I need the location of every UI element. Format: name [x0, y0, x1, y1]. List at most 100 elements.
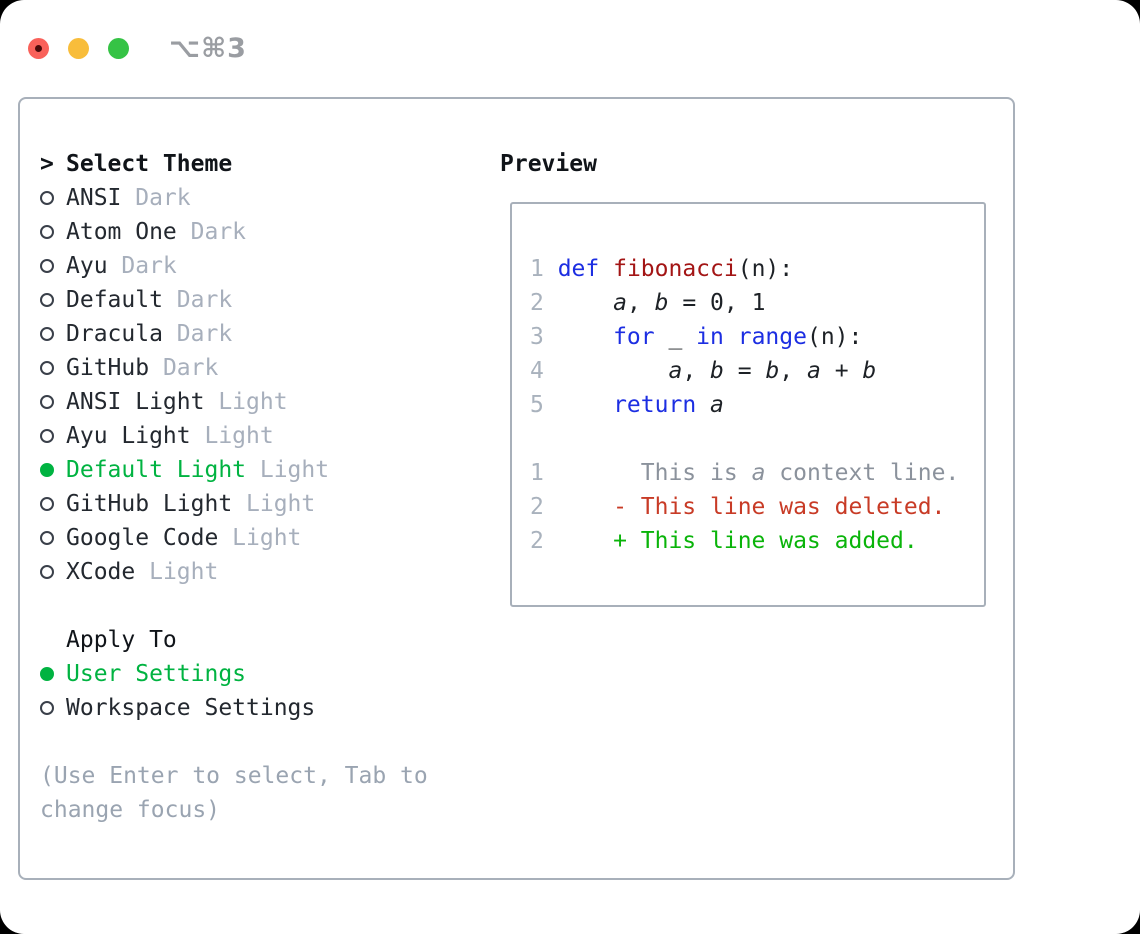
- option-label: Atom One: [66, 219, 177, 245]
- theme-variant-label: Light: [218, 389, 288, 415]
- radio-unselected-icon: [40, 487, 66, 511]
- theme-option-xcode[interactable]: XCode Light: [40, 555, 480, 589]
- line-number: 4: [530, 358, 544, 384]
- code-segment: =: [723, 358, 766, 384]
- preview-title: Preview: [500, 151, 597, 177]
- code-segment: [599, 256, 613, 282]
- code-segment: b: [710, 358, 724, 384]
- code-line-4: 4 a, b = b, a + b: [530, 354, 984, 388]
- radio-unselected-icon: [40, 419, 66, 443]
- theme-variant-label: Dark: [162, 355, 219, 381]
- code-segment: [558, 290, 613, 316]
- zoom-window-icon[interactable]: [108, 38, 129, 59]
- close-window-icon[interactable]: [28, 38, 49, 59]
- line-number: 3: [530, 324, 544, 350]
- option-label: ANSI Light: [66, 389, 205, 415]
- code-line-2: 2 a, b = 0, 1: [530, 286, 984, 320]
- option-label: XCode: [66, 559, 136, 585]
- apply-option-workspace-settings[interactable]: Workspace Settings: [40, 691, 480, 725]
- theme-option-default[interactable]: Default Dark: [40, 283, 480, 317]
- radio-unselected-icon: [40, 283, 66, 307]
- theme-option-atom-one[interactable]: Atom One Dark: [40, 215, 480, 249]
- code-segment: range: [737, 324, 807, 350]
- code-segment: b: [765, 358, 780, 384]
- focus-caret-icon: >: [40, 151, 54, 177]
- option-label: Ayu: [66, 253, 108, 279]
- theme-option-ansi-light[interactable]: ANSI Light Light: [40, 385, 480, 419]
- theme-variant-label: Dark: [176, 287, 233, 313]
- theme-option-ayu-light[interactable]: Ayu Light Light: [40, 419, 480, 453]
- radio-unselected-icon: [40, 317, 66, 341]
- option-label: Workspace Settings: [66, 695, 316, 721]
- keyboard-shortcut-label: ⌥⌘3: [169, 33, 247, 64]
- apply-option-user-settings[interactable]: User Settings: [40, 657, 480, 691]
- diff-context-line: 1 This is a context line.: [530, 456, 984, 490]
- radio-unselected-icon: [40, 249, 66, 273]
- code-segment: [558, 358, 669, 384]
- code-segment: fibonacci: [613, 256, 738, 282]
- option-label: Default Light: [66, 457, 247, 483]
- code-segment: ,: [682, 358, 711, 384]
- radio-selected-icon: [40, 453, 66, 477]
- blank-line: [530, 422, 984, 456]
- line-number: 2: [530, 290, 544, 316]
- hint-text: (Use Enter to select, Tab to change focu…: [40, 763, 428, 823]
- option-label: Google Code: [66, 525, 219, 551]
- code-segment: a: [807, 358, 821, 384]
- code-segment: ,: [626, 290, 655, 316]
- diff-added-line: 2 + This line was added.: [530, 524, 984, 558]
- radio-selected-icon: [40, 657, 66, 681]
- option-label: Default: [66, 287, 163, 313]
- code-segment: a: [710, 392, 724, 418]
- code-segment: for: [613, 324, 655, 350]
- theme-option-ayu[interactable]: Ayu Dark: [40, 249, 480, 283]
- code-segment: in: [696, 324, 724, 350]
- radio-unselected-icon: [40, 691, 66, 715]
- titlebar: ⌥⌘3: [0, 0, 1140, 70]
- option-label: Ayu Light: [66, 423, 191, 449]
- code-segment: b: [862, 358, 877, 384]
- code-segment: [558, 324, 613, 350]
- code-segment: [696, 392, 710, 418]
- radio-unselected-icon: [40, 351, 66, 375]
- line-number: 5: [530, 392, 544, 418]
- option-label: GitHub Light: [66, 491, 233, 517]
- code-segment: + This line was added.: [557, 528, 918, 554]
- code-segment: +: [820, 358, 863, 384]
- spacer: [40, 589, 480, 623]
- theme-variant-label: Light: [204, 423, 274, 449]
- theme-variant-label: Dark: [176, 321, 233, 347]
- code-segment: def: [557, 256, 600, 282]
- code-segment: return: [613, 392, 697, 418]
- code-segment: (n):: [806, 324, 863, 350]
- theme-variant-label: Dark: [121, 253, 177, 279]
- line-number: 1: [530, 460, 544, 486]
- theme-variant-label: Dark: [190, 219, 247, 245]
- minimize-window-icon[interactable]: [68, 38, 89, 59]
- code-line-3: 3 for _ in range(n):: [530, 320, 984, 354]
- radio-unselected-icon: [40, 555, 66, 579]
- code-line-5: 5 return a: [530, 388, 984, 422]
- line-number: 2: [530, 528, 544, 554]
- theme-variant-label: Light: [149, 559, 219, 585]
- radio-unselected-icon: [40, 385, 66, 409]
- code-segment: [558, 392, 613, 418]
- code-segment: ,: [779, 358, 807, 384]
- diff-deleted-line: 2 - This line was deleted.: [530, 490, 984, 524]
- code-segment: (n):: [737, 256, 794, 282]
- code-segment: context line.: [765, 460, 960, 486]
- code-segment: a: [668, 358, 683, 384]
